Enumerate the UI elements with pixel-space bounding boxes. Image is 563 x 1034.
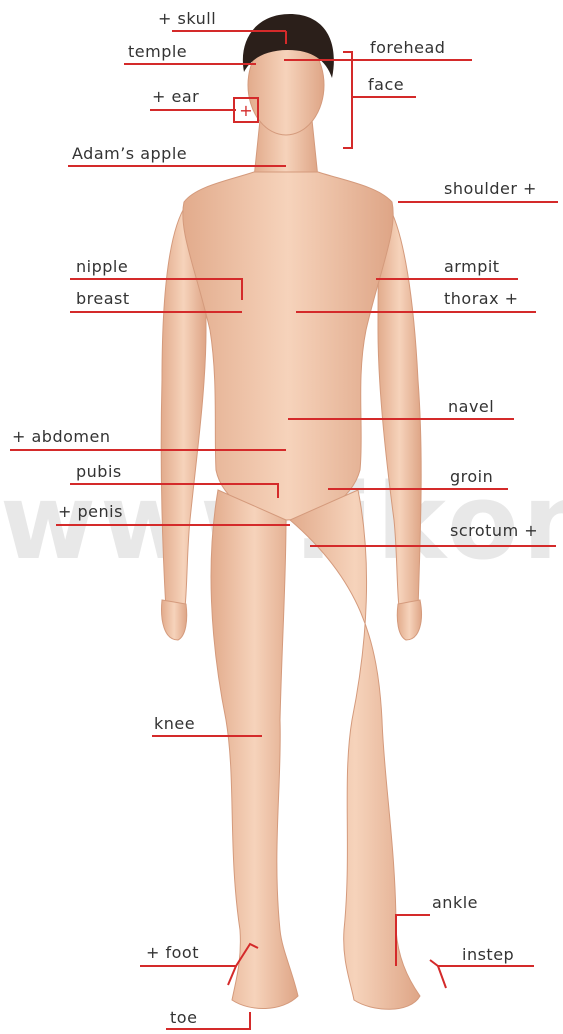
label-foot[interactable]: + foot — [146, 943, 199, 962]
right-arm — [378, 205, 421, 628]
label-thorax[interactable]: thorax + — [444, 289, 519, 308]
label-shoulder[interactable]: shoulder + — [444, 179, 537, 198]
label-penis[interactable]: + penis — [58, 502, 123, 521]
label-temple: temple — [128, 42, 187, 61]
foot-bracket-low — [228, 966, 236, 985]
label-toe: toe — [170, 1008, 197, 1027]
label-knee: knee — [154, 714, 195, 733]
left-leg — [211, 490, 298, 1009]
label-pubis: pubis — [76, 462, 122, 481]
label-navel: navel — [448, 397, 494, 416]
label-ear[interactable]: + ear — [152, 87, 199, 106]
label-abdomen[interactable]: + abdomen — [12, 427, 110, 446]
label-breast: breast — [76, 289, 130, 308]
hand-left — [162, 600, 187, 640]
label-groin: groin — [450, 467, 493, 486]
label-instep: instep — [462, 945, 514, 964]
torso — [183, 172, 393, 520]
hand-right — [397, 600, 421, 640]
label-nipple: nipple — [76, 257, 128, 276]
label-face: face — [368, 75, 404, 94]
label-adams-apple: Adam’s apple — [72, 144, 187, 163]
instep-bracket-low — [438, 966, 446, 988]
body-silhouette — [161, 35, 421, 1009]
label-forehead: forehead — [370, 38, 445, 57]
label-skull[interactable]: + skull — [158, 9, 216, 28]
plus-icon: + — [239, 101, 252, 120]
label-armpit: armpit — [444, 257, 500, 276]
label-ankle: ankle — [432, 893, 478, 912]
face-bracket — [343, 52, 352, 148]
label-scrotum[interactable]: scrotum + — [450, 521, 538, 540]
